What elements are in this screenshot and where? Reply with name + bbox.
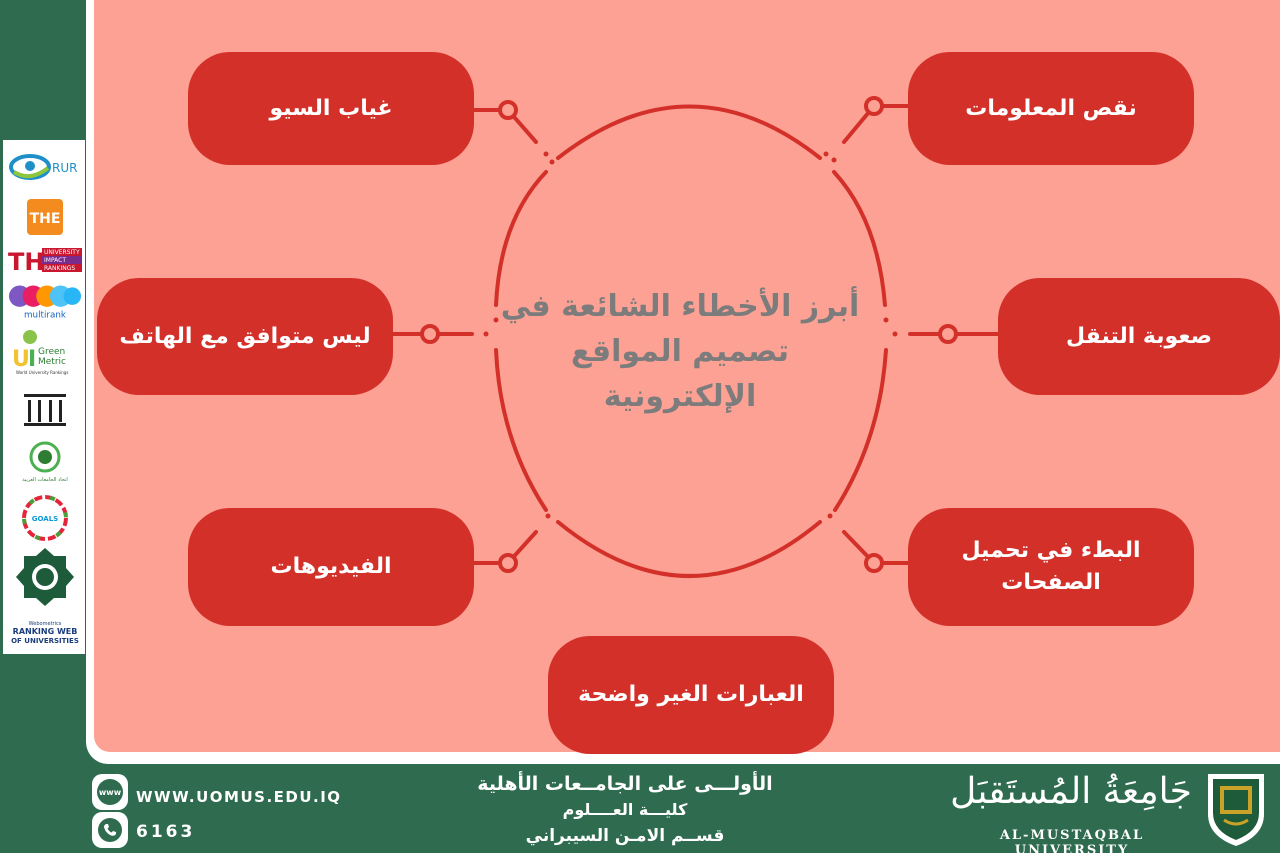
footer-line-1: الأولـــى على الجامــعات الأهلية xyxy=(477,773,773,795)
circle-arc-left xyxy=(494,170,548,307)
pillars-logo xyxy=(8,390,82,430)
web-l2: RANKING WEB xyxy=(13,627,78,636)
dot-seo-2 xyxy=(549,159,555,165)
greenmetric-logo: U I Green Metric World University Rankin… xyxy=(8,328,82,378)
web-l3: OF UNIVERSITIES xyxy=(11,637,79,645)
item-videos: الفيديوهات xyxy=(188,508,474,626)
footer-college-info: الأولـــى على الجامــعات الأهلية كليـــة… xyxy=(420,770,830,850)
dot-mob-1 xyxy=(483,331,489,337)
dot-info-2 xyxy=(831,157,837,163)
item-phrases-label: العبارات الغير واضحة xyxy=(578,682,804,708)
item-seo-label: غياب السيو xyxy=(269,95,393,121)
dot-info-1 xyxy=(823,151,829,157)
node-mobile xyxy=(420,324,440,344)
circle-arc-top-right xyxy=(832,170,887,307)
node-videos xyxy=(498,553,518,573)
circle-arc-top xyxy=(556,104,822,160)
arab-universities-logo: اتحاد الجامعات العربية xyxy=(8,440,82,484)
dot-slow-1 xyxy=(827,513,833,519)
web-l1: Webometrics xyxy=(29,621,62,627)
webometrics-logo: Webometrics RANKING WEB OF UNIVERSITIES xyxy=(8,618,82,646)
item-not-mobile-friendly: ليس متوافق مع الهاتف xyxy=(97,278,393,395)
rur-logo: RUR xyxy=(8,146,82,188)
sdg-logo: GOALS xyxy=(8,494,82,542)
website-url[interactable]: WWW.UOMUS.EDU.IQ xyxy=(136,788,342,806)
the-impact-l3: RANKINGS xyxy=(44,265,75,272)
rankings-strip: RUR THE THE UNIVERSITY IMPACT RANKINGS xyxy=(3,140,85,654)
www-icon-glyph: www xyxy=(97,779,123,805)
node-nav xyxy=(938,324,958,344)
node-slow xyxy=(864,553,884,573)
greenmetric-l1: Green xyxy=(38,347,65,357)
phone-number: 6163 xyxy=(136,822,196,842)
footer-line-3: قســم الامـن السيبراني xyxy=(525,826,725,846)
item-slow-line-1: البطء في تحميل xyxy=(961,538,1141,564)
arab-engineers-logo xyxy=(8,546,82,608)
dot-nav-2 xyxy=(883,317,889,323)
item-missing-info: نقص المعلومات xyxy=(908,52,1194,165)
university-crest-icon xyxy=(1208,774,1264,846)
item-slow-line-2: الصفحات xyxy=(1001,570,1101,595)
footer-line-2: كليـــة العــــلوم xyxy=(562,800,688,819)
svg-text:I: I xyxy=(28,347,36,372)
rur-text: RUR xyxy=(52,161,77,175)
item-videos-label: الفيديوهات xyxy=(270,554,392,580)
phone-icon xyxy=(92,812,128,848)
circle-arc-bottom xyxy=(556,520,822,578)
multirank-text: multirank xyxy=(24,311,67,321)
circle-arc-right xyxy=(833,348,888,512)
item-missing-seo: غياب السيو xyxy=(188,52,474,165)
item-missing-info-label: نقص المعلومات xyxy=(965,95,1137,121)
diagram-title: أبرز الأخطاء الشائعة في تصميم المواقع ال… xyxy=(500,284,860,419)
item-mobile-label: ليس متوافق مع الهاتف xyxy=(119,323,371,349)
greenmetric-sub: World University Rankings xyxy=(16,370,68,375)
sdg-text: GOALS xyxy=(32,515,58,523)
item-unclear-phrases: العبارات الغير واضحة xyxy=(548,636,834,754)
item-slow-loading: البطء في تحميل الصفحات xyxy=(908,508,1194,626)
greenmetric-l2: Metric xyxy=(38,357,66,367)
www-icon: www xyxy=(92,774,128,810)
dot-nav-1 xyxy=(892,331,898,337)
university-name-arabic: جَامِعَةُ المُستَقبَل xyxy=(950,771,1192,812)
node-seo xyxy=(498,100,518,120)
the-logo: THE xyxy=(8,196,82,238)
item-navigation-difficulty: صعوبة التنقل xyxy=(998,278,1280,395)
the-impact-l2: IMPACT xyxy=(44,257,66,264)
node-info xyxy=(864,96,884,116)
dot-vid-1 xyxy=(545,513,551,519)
university-name-english: AL-MUSTAQBAL UNIVERSITY xyxy=(999,828,1145,853)
arab-text: اتحاد الجامعات العربية xyxy=(22,477,68,483)
item-navigation-label: صعوبة التنقل xyxy=(1066,323,1212,349)
svg-text:U: U xyxy=(12,347,30,372)
the-impact-l1: UNIVERSITY xyxy=(44,249,80,256)
dot-mob-2 xyxy=(493,317,499,323)
multirank-logo: multirank xyxy=(8,282,82,322)
circle-arc-bottom-left xyxy=(494,348,548,512)
dot-seo-1 xyxy=(543,151,549,157)
the-impact-logo: THE UNIVERSITY IMPACT RANKINGS xyxy=(8,244,82,276)
title-line-1: أبرز الأخطاء الشائعة في xyxy=(500,289,860,324)
title-line-2: تصميم المواقع الإلكترونية xyxy=(570,334,790,414)
the-text: THE xyxy=(30,211,61,227)
